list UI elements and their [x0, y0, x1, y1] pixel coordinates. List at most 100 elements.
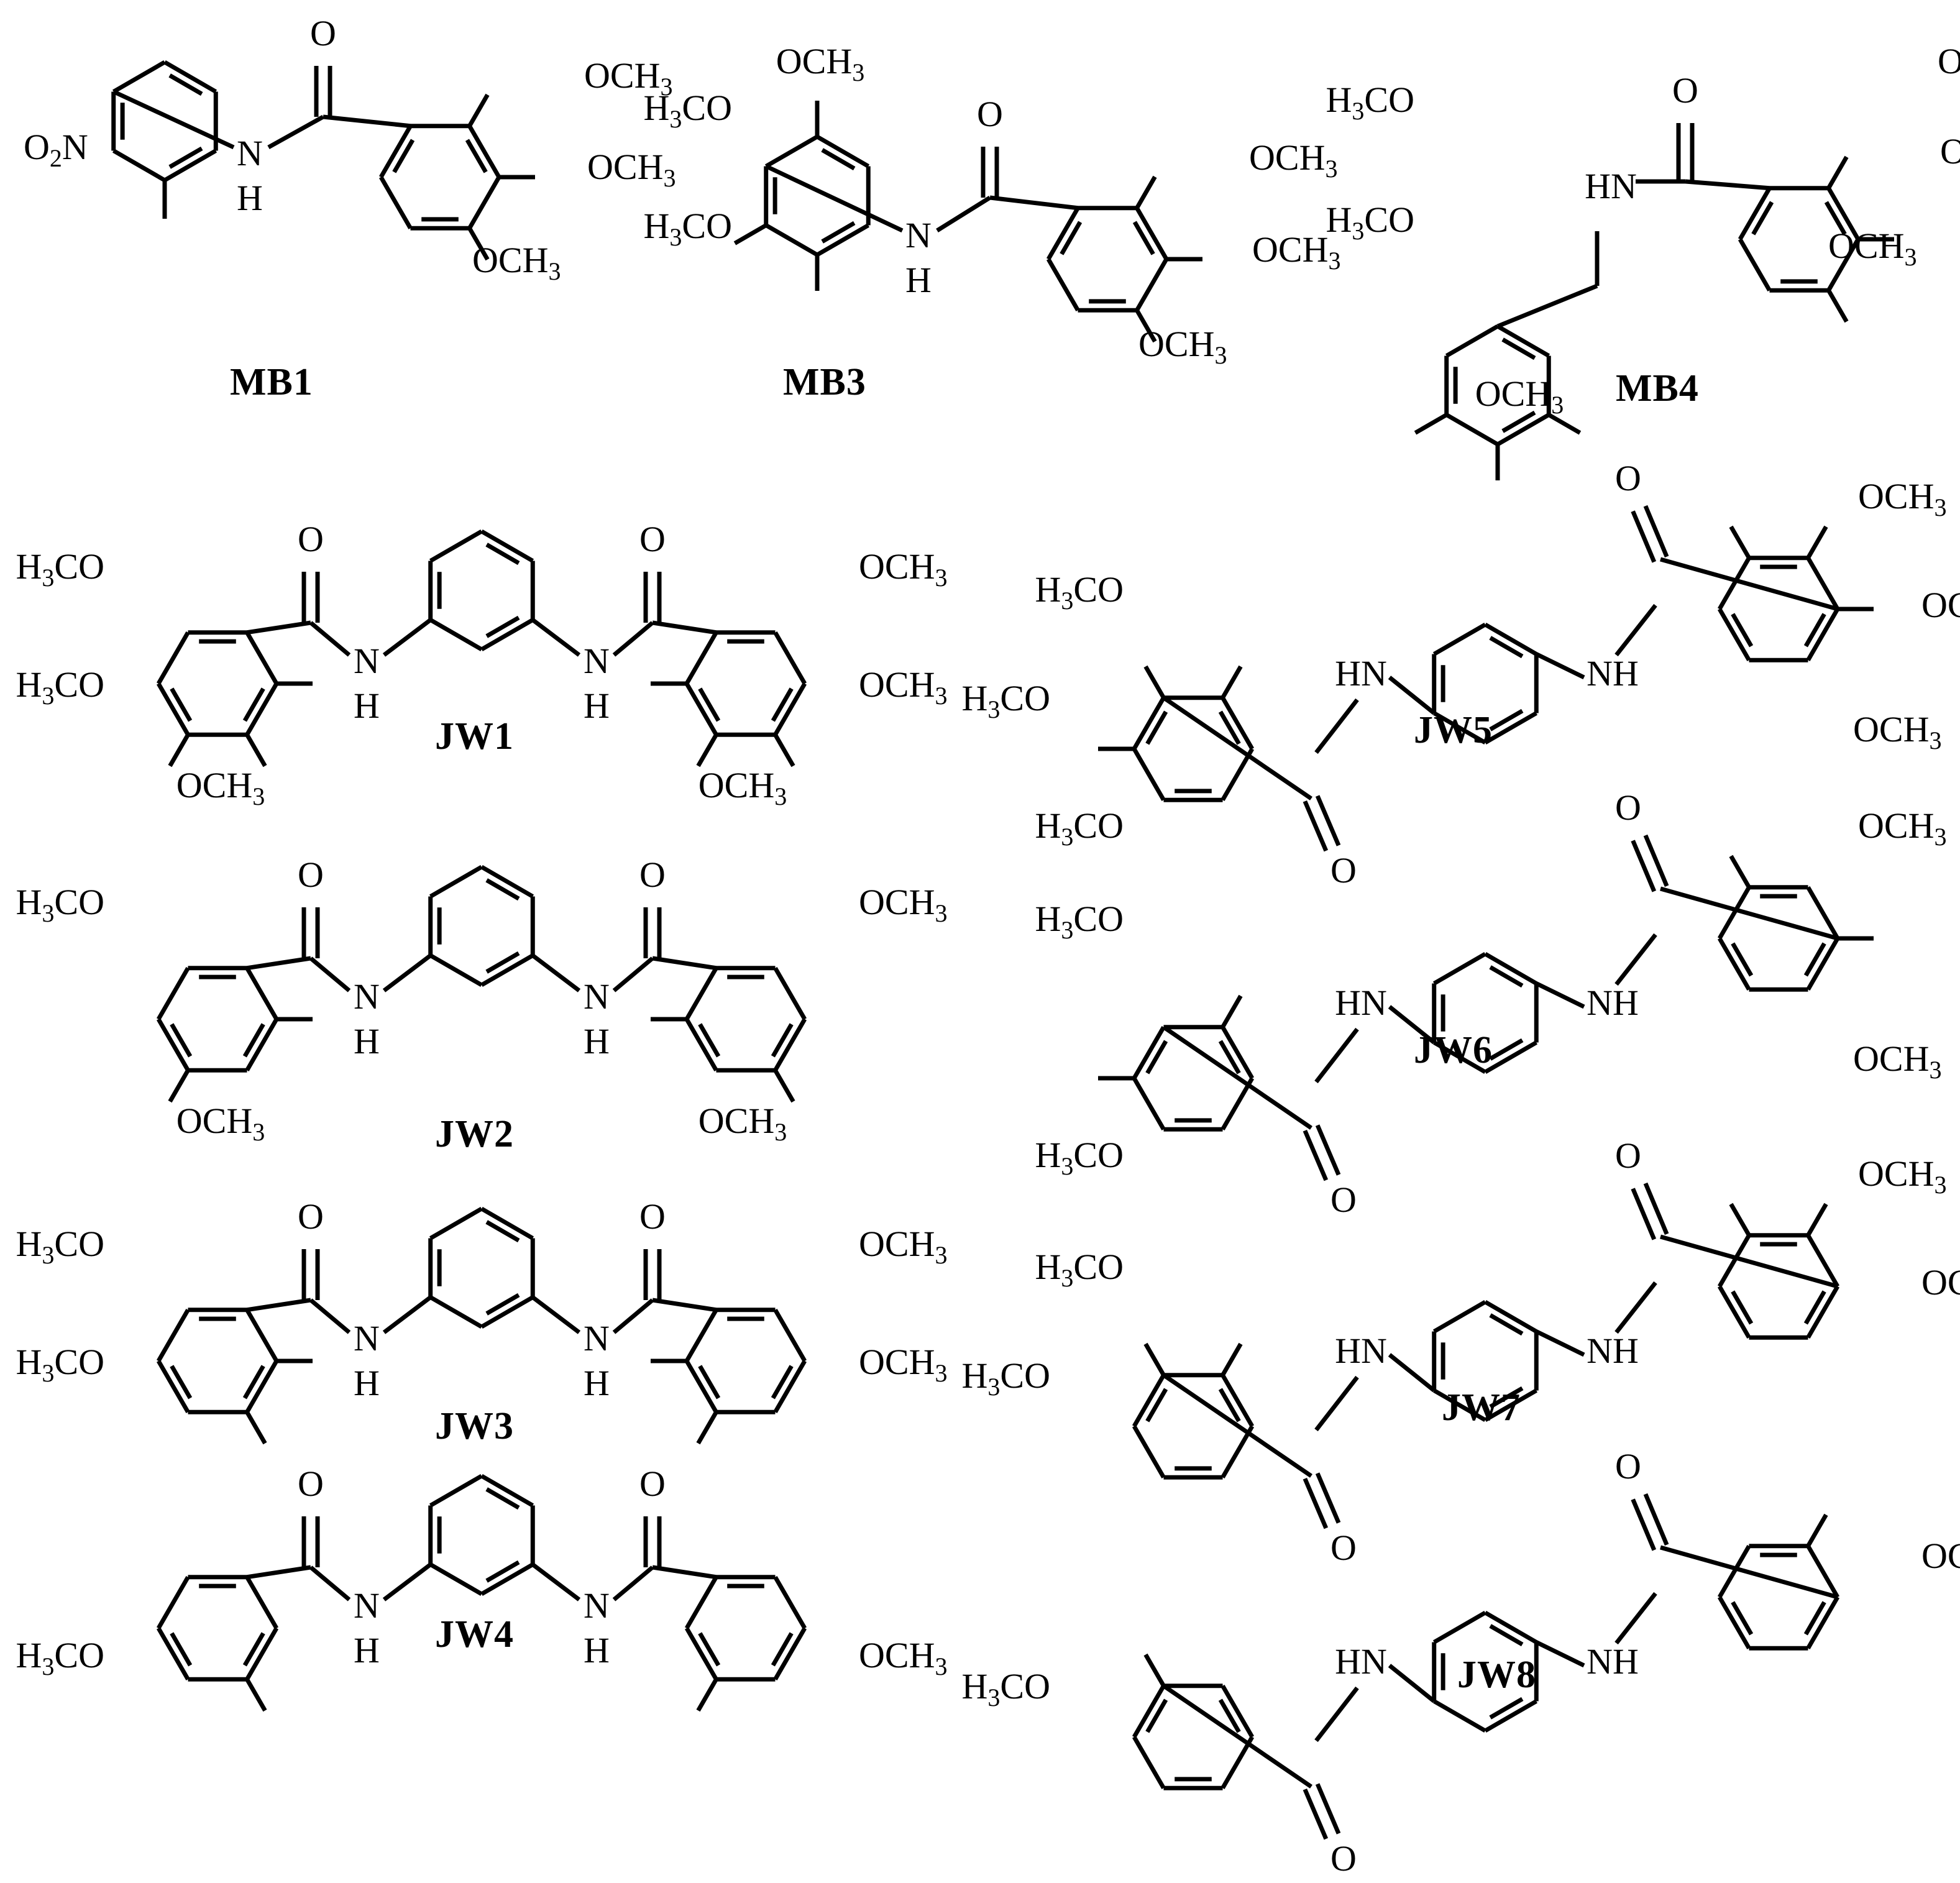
carbonyl-o-left-label: O: [298, 1196, 324, 1237]
amide-nitrogen-label: N: [905, 215, 932, 255]
amide-hydrogen-label: H: [905, 260, 932, 300]
methoxy-right-5-label: OCH3: [1938, 41, 1960, 86]
carbonyl-o-right-label: O: [639, 854, 666, 895]
amide-h-left-label: H: [354, 1630, 380, 1670]
carbonyl-o-right-label: O: [639, 519, 666, 559]
methoxy-left-3-label: H3CO: [644, 206, 732, 251]
methoxy-left-0-label: H3CO: [1035, 899, 1124, 944]
carbonyl-oxygen-label: O: [310, 13, 336, 53]
amide-n-left-label: N: [354, 641, 380, 681]
compound-label-jw4: JW4: [435, 1613, 514, 1656]
amide-hydrogen-label: H: [237, 178, 263, 218]
methoxy-5-label: OCH3: [584, 55, 672, 101]
methoxy-left-0-label: H3CO: [1035, 1247, 1124, 1292]
methoxy-right-0-label: OCH3: [859, 1635, 947, 1680]
molecule-jw5: HNOH3COH3COH3CONHOOCH3OCH3OCH3: [962, 458, 1960, 891]
amide-h-right-label: H: [584, 685, 610, 726]
methoxy-left-0-label: H3CO: [16, 1224, 104, 1269]
carbonyl-o-right-label: O: [1615, 1446, 1641, 1487]
methoxy-left-1-label: H3CO: [1035, 1135, 1124, 1180]
carbonyl-o-left-label: O: [298, 854, 324, 895]
amide-h-left-label: H: [354, 685, 380, 726]
methoxy-right-1-label: OCH3: [1921, 585, 1960, 630]
amide-hn-left-label: HN: [1335, 983, 1387, 1023]
compound-label-jw7: JW7: [1442, 1386, 1521, 1429]
nitro-group-label: O2N: [24, 127, 88, 172]
carbonyl-o-left-label: O: [1330, 1528, 1357, 1568]
amide-nh-right-label: NH: [1587, 983, 1639, 1023]
methoxy-right-1-label: OCH3: [859, 664, 947, 710]
methoxy-right-3-label: OCH3: [1138, 324, 1227, 369]
methoxy-right-2-label: OCH3: [698, 765, 787, 810]
methoxy-left-3-label: OCH3: [1475, 373, 1564, 419]
amide-n-right-label: N: [584, 1585, 610, 1626]
methoxy-right-1-label: OCH3: [698, 1101, 787, 1146]
amide-h-left-label: H: [354, 1363, 380, 1403]
methoxy-left-2-label: OCH3: [176, 765, 265, 810]
methoxy-left-1-label: H3CO: [962, 678, 1050, 723]
carbonyl-o-left-label: O: [1330, 1838, 1357, 1879]
compound-label-jw1: JW1: [435, 715, 514, 758]
carbonyl-o-left-label: O: [1330, 850, 1357, 891]
methoxy-left-0-label: H3CO: [16, 546, 104, 592]
methoxy-left-0-label: H3CO: [16, 882, 104, 927]
methoxy-right-0-label: OCH3: [859, 882, 947, 927]
compound-label-mb1: MB1: [230, 361, 313, 403]
methoxy-right-1-label: OCH3: [859, 1342, 947, 1387]
compound-label-mb3: MB3: [783, 361, 866, 403]
amide-nitrogen-label: N: [237, 133, 263, 173]
compound-label-jw8: JW8: [1457, 1654, 1536, 1696]
methoxy-right-5-label: OCH3: [1249, 137, 1337, 183]
methoxy-right-3-label: OCH3: [1828, 226, 1916, 271]
methoxy-left-1-label: H3CO: [16, 664, 104, 710]
methoxy-right-1-label: OCH3: [1921, 1262, 1960, 1308]
methoxy-right-0-label: OCH3: [1858, 805, 1946, 851]
methoxy-right-1-label: OCH3: [1853, 1038, 1941, 1084]
amide-h-left-label: H: [354, 1021, 380, 1061]
compound-label-jw2: JW2: [435, 1113, 514, 1155]
amide-h-right-label: H: [584, 1363, 610, 1403]
amide-hn-left-label: HN: [1335, 653, 1387, 694]
methoxy-4-label: OCH3: [587, 147, 675, 192]
carbonyl-o-left-label: O: [298, 1464, 324, 1504]
carbonyl-o-right-label: O: [1615, 787, 1641, 828]
amide-nh-right-label: NH: [1587, 653, 1639, 694]
carbonyl-oxygen-label: O: [977, 94, 1003, 134]
methoxy-right-0-label: OCH3: [1921, 1536, 1960, 1581]
methoxy-left-0-label: H3CO: [962, 1666, 1050, 1711]
methoxy-right-0-label: OCH3: [859, 546, 947, 592]
methoxy-3-label: OCH3: [472, 240, 561, 285]
compound-label-mb4: MB4: [1616, 367, 1699, 410]
carbonyl-o-right-label: O: [1615, 458, 1641, 498]
methoxy-left-1-label: H3CO: [962, 1355, 1050, 1401]
amide-n-right-label: N: [584, 976, 610, 1017]
amide-hn-left-label: HN: [1335, 1331, 1387, 1371]
amide-nh-right-label: NH: [1587, 1331, 1639, 1371]
methoxy-left-5-label: OCH3: [776, 41, 864, 86]
methoxy-left-0-label: H3CO: [16, 1635, 104, 1680]
carbonyl-o-left-label: O: [298, 519, 324, 559]
methoxy-right-0-label: OCH3: [859, 1224, 947, 1269]
carbonyl-o-left-label: O: [1330, 1180, 1357, 1220]
amide-n-left-label: N: [354, 1585, 380, 1626]
methoxy-left-2-label: H3CO: [1035, 805, 1124, 851]
methoxy-left-1-label: OCH3: [176, 1101, 265, 1146]
methoxy-left-4-label: H3CO: [644, 88, 732, 133]
amide-n-left-label: N: [354, 976, 380, 1017]
